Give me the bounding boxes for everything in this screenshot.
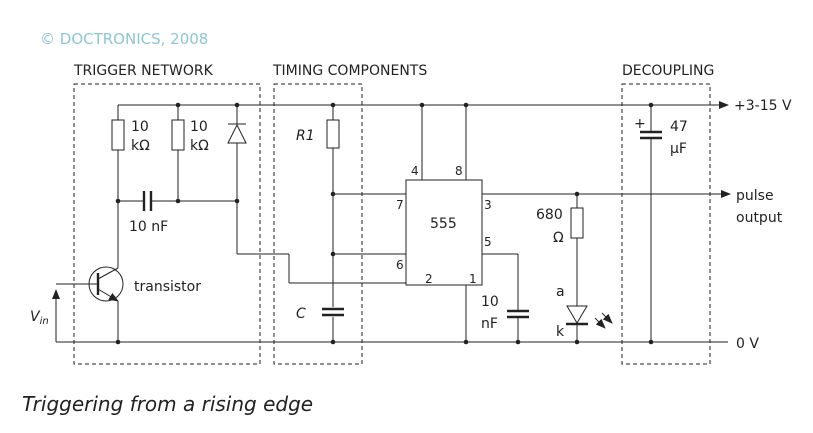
section-label-trigger: TRIGGER NETWORK [73, 63, 214, 79]
led-cathode-label: k [556, 324, 565, 340]
pin-6-label: 6 [396, 258, 404, 272]
resistor-10k-middle [171, 119, 185, 151]
diode-triangle [227, 123, 247, 144]
ground-rail-label: 0 V [736, 336, 759, 352]
junction-dots [115, 102, 654, 345]
output-label-line2: output [736, 210, 783, 226]
resistor-led-value: 680 [536, 207, 563, 223]
section-label-decoupling: DECOUPLING [622, 63, 714, 79]
resistor-10k-left [111, 119, 125, 151]
led-light-arrow-b [601, 312, 613, 324]
led-triangle [566, 305, 588, 324]
cap-ctrl-unit: nF [481, 316, 498, 332]
cap-dec-value: 47 [670, 119, 688, 135]
decoupling-box [621, 83, 711, 365]
resistor-left-unit: kΩ [131, 138, 150, 154]
pin-8-label: 8 [455, 164, 463, 178]
vin-label: Vin [30, 309, 49, 327]
trigger-network-box [73, 83, 261, 365]
resistor-r1 [326, 119, 340, 149]
resistor-middle-value: 10 [190, 119, 208, 135]
cap-trigger-label: 10 nF [129, 219, 168, 235]
led-anode-label: a [556, 284, 565, 300]
output-label-line1: pulse [736, 188, 774, 204]
pin-2-label: 2 [425, 272, 433, 286]
resistor-led-unit: Ω [553, 230, 564, 246]
pin-1-label: 1 [469, 272, 477, 286]
cap-ctrl-value: 10 [481, 294, 499, 310]
diagram-caption: Triggering from a rising edge [22, 392, 313, 416]
resistor-680 [570, 207, 584, 239]
ic-555 [405, 179, 483, 286]
pin-3-label: 3 [484, 198, 492, 212]
cap-dec-plus: + [634, 116, 646, 132]
r1-label: R1 [296, 128, 315, 144]
timing-components-box [273, 83, 363, 365]
pin-7-label: 7 [396, 198, 404, 212]
ic-555-label: 555 [430, 216, 457, 232]
resistor-left-value: 10 [131, 119, 149, 135]
resistor-middle-unit: kΩ [190, 138, 209, 154]
led-light-arrow-a [594, 317, 606, 329]
cap-c-label: C [296, 306, 306, 322]
pin-5-label: 5 [484, 235, 492, 249]
pin-4-label: 4 [411, 164, 419, 178]
positive-rail-label: +3-15 V [734, 98, 792, 114]
transistor-label: transistor [134, 279, 201, 295]
cap-dec-unit: μF [670, 141, 687, 157]
section-label-timing: TIMING COMPONENTS [272, 63, 427, 79]
copyright-text: © DOCTRONICS, 2008 [40, 30, 208, 48]
